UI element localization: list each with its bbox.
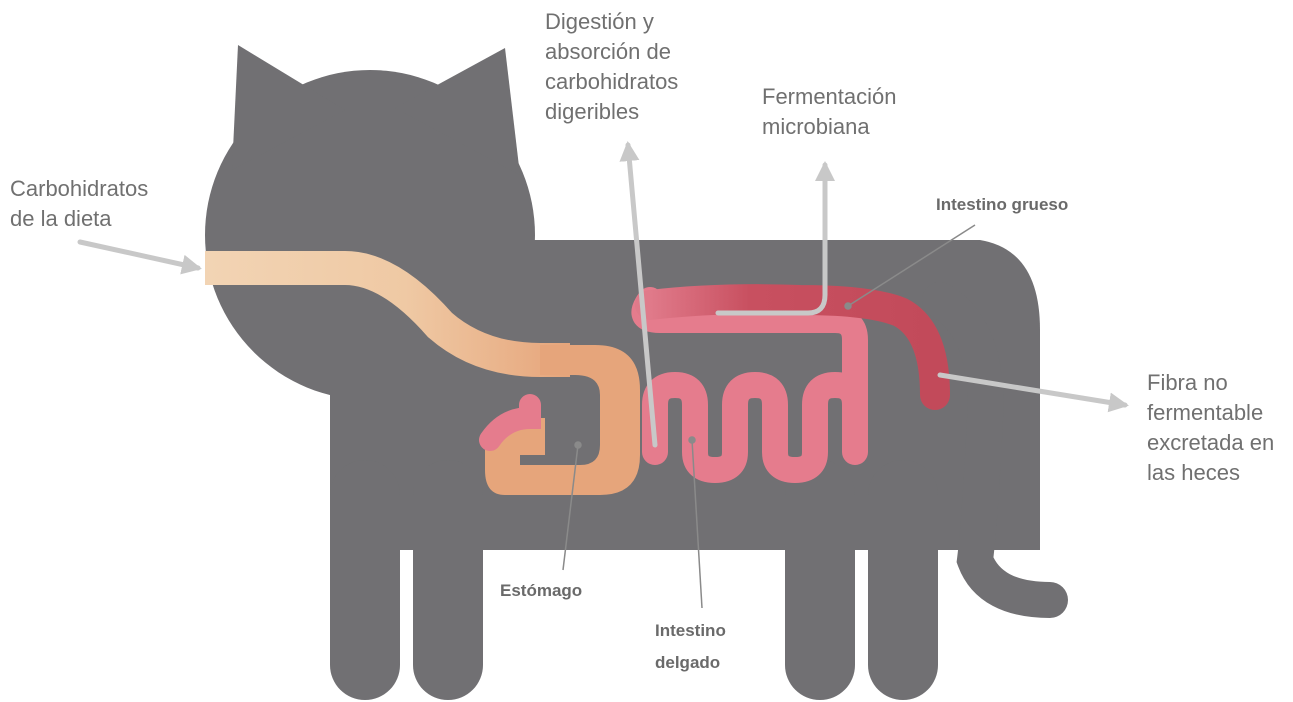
- cat-leg-3: [785, 460, 855, 700]
- label-dietary-carbs: Carbohidratos de la dieta: [10, 176, 154, 231]
- label-fermentation: Fermentación microbiana: [762, 84, 903, 139]
- cat-leg-2: [413, 460, 483, 700]
- label-fiber-excreted: Fibra no fermentable excretada en las he…: [1147, 370, 1280, 485]
- label-large-intestine: Intestino grueso: [936, 195, 1068, 214]
- arrow-dietary-carbs: [80, 242, 198, 268]
- cat-leg-4: [868, 460, 938, 700]
- label-digestion-absorption: Digestión y absorción de carbohidratos d…: [545, 9, 684, 124]
- label-stomach: Estómago: [500, 581, 582, 600]
- label-small-intestine: Intestino delgado: [655, 621, 731, 672]
- cat-leg-1: [330, 460, 400, 700]
